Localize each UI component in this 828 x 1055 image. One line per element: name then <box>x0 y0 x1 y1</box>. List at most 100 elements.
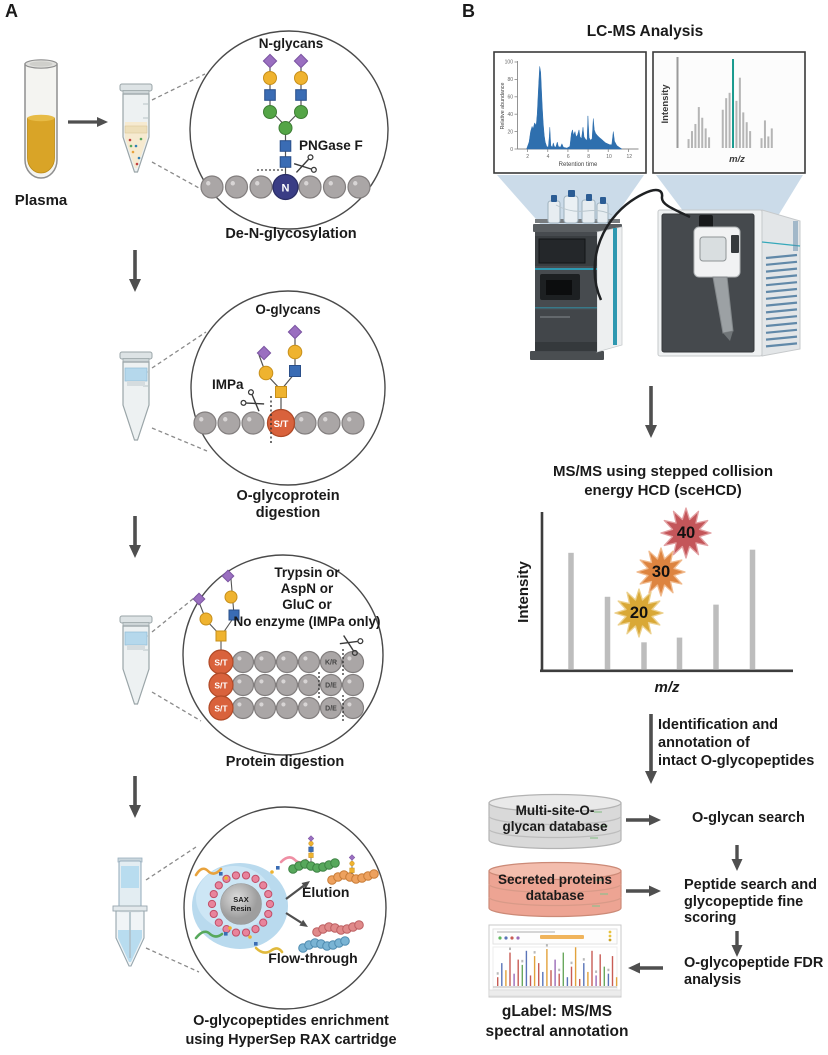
sax-resin-label-2: Resin <box>231 904 252 913</box>
peptide-backbones <box>231 650 365 720</box>
sax-resin-sphere <box>220 883 262 925</box>
stage2-to-stage3-arrow <box>129 516 141 558</box>
microfuge-tube <box>119 83 153 173</box>
protein-db-arrow <box>626 885 661 897</box>
transfer-cable <box>593 188 691 301</box>
glycan-database-cylinder <box>488 793 622 850</box>
st-glycosite-bead <box>266 408 296 438</box>
panel-a-label: A <box>5 1 18 21</box>
cleavage-site-label: D/E <box>325 683 337 690</box>
msms-ylabel: Intensity <box>515 561 532 623</box>
svg-text:60: 60 <box>507 95 513 101</box>
protein-database-cylinder <box>488 861 622 918</box>
mass-spectrometer <box>593 188 801 357</box>
peptide-backbone <box>193 411 365 435</box>
msms-xlabel: m/z <box>654 679 680 696</box>
lcms-title: LC-MS Analysis <box>586 23 704 40</box>
cleavage-site-bead <box>319 673 343 697</box>
stage3-protein-digestion <box>192 569 365 722</box>
st-residue-label: S/T <box>214 681 228 691</box>
zoom-connector-lines <box>145 73 209 973</box>
svg-text:8: 8 <box>587 154 590 160</box>
lc-instrument <box>530 190 623 360</box>
svg-text:20: 20 <box>507 130 513 136</box>
o-glycan-tree-small <box>192 569 240 642</box>
svg-text:2: 2 <box>526 154 529 160</box>
stage1-title: N-glycans <box>258 36 324 51</box>
chromatogram-yticks: 0 20 40 60 80 100 <box>505 60 514 154</box>
ms1-ylabel: Intensity <box>660 84 671 124</box>
impa-label: IMPa <box>212 377 244 392</box>
fdr-analysis-label: O-glycopeptide FDR analysis <box>684 955 824 988</box>
stage2-caption: O-glycoprotein digestion <box>236 488 340 522</box>
mini-glycans <box>307 835 356 874</box>
stage3-to-stage4-arrow <box>129 776 141 818</box>
n-residue-label: N <box>282 183 290 195</box>
st-glycosite-bead <box>208 695 234 721</box>
energy-20-label: 20 <box>630 604 648 622</box>
peptide-search-label: Peptide search and glycopeptide fine sco… <box>684 877 817 926</box>
st-residue-label: S/T <box>214 704 228 714</box>
chromatogram-chart: Relative abundance Retention time 0 20 4… <box>493 51 647 174</box>
svg-text:12: 12 <box>627 154 633 160</box>
svg-text:100: 100 <box>505 60 514 66</box>
svg-text:40: 40 <box>507 112 513 118</box>
plasma-label: Plasma <box>14 192 68 209</box>
identification-annotation-text: Identification and annotation of intact … <box>658 717 815 769</box>
n-glycosite-bead <box>272 173 299 201</box>
pngase-f-label: PNGase F <box>299 138 363 153</box>
svg-text:80: 80 <box>507 77 513 83</box>
cleavage-site-label: K/R <box>325 660 337 667</box>
chromatogram-xticks: 2 4 6 8 10 12 <box>526 154 632 160</box>
microfuge-tube <box>119 351 153 441</box>
peptide-backbone <box>200 175 371 199</box>
instruments-to-msms-arrow <box>645 386 657 438</box>
msms-scehcd-chart: Intensity m/z 20 30 40 <box>515 507 793 696</box>
glycan-database-label: Multi-site-O- glycan database <box>502 803 608 834</box>
stage1-to-stage2-arrow <box>129 250 141 292</box>
plasma-tube <box>24 59 58 179</box>
glycan-db-arrow <box>626 814 661 826</box>
search-to-peptide-arrow <box>731 845 743 871</box>
stage2-o-glycoprotein-digestion <box>193 324 365 445</box>
msms-title: MS/MS using stepped collision energy HCD… <box>552 463 774 499</box>
solvent-bottles <box>547 190 613 224</box>
squiggle-glycan-dots <box>219 866 280 946</box>
stage4-caption: O-glycopeptides enrichment using HyperSe… <box>185 1013 397 1048</box>
glabel-spectrum-thumbnail <box>488 924 622 998</box>
svg-text:0: 0 <box>510 147 513 153</box>
st-residue-label: S/T <box>214 658 228 668</box>
energy-40-label: 40 <box>677 524 695 542</box>
stage3-caption: Protein digestion <box>225 754 345 770</box>
sample-tubes <box>119 83 153 705</box>
ion-source <box>693 215 741 341</box>
st-residue-label: S/T <box>274 419 289 430</box>
vent-slats <box>765 253 798 348</box>
sax-resin-bead-ring <box>207 871 275 937</box>
flow-arrows <box>68 117 743 974</box>
svg-text:4: 4 <box>547 154 550 160</box>
cleavage-site-label: D/E <box>325 706 337 713</box>
microfuge-tube <box>119 615 153 705</box>
stage1-de-n-glycosylation <box>200 53 371 201</box>
panel-b-label: B <box>462 1 475 21</box>
eluted-peptide-chains <box>288 858 379 953</box>
sax-resin-label-1: SAX <box>233 895 248 904</box>
stage4-enrichment <box>192 835 379 954</box>
msms-to-identification-arrow <box>645 714 657 784</box>
peptide-to-fdr-arrow <box>731 931 743 957</box>
fdr-to-glabel-arrow <box>628 962 663 974</box>
elution-arrow <box>285 881 310 900</box>
chromatogram-xlabel: Retention time <box>559 162 598 168</box>
rax-cartridge-assembly <box>112 857 148 967</box>
glabel-caption: gLabel: MS/MS spectral annotation <box>485 1003 629 1040</box>
flow-through-arrow <box>285 912 308 927</box>
n-glycan-tree <box>262 53 309 168</box>
zoom-circle-stage2 <box>190 290 386 486</box>
collision-energy-starbursts <box>614 507 712 638</box>
cleavage-dash-lines <box>318 649 344 722</box>
cleavage-site-bead <box>319 696 343 720</box>
stage3-enzyme-list: Trypsin or AspN or GluC or No enzyme (IM… <box>233 565 381 629</box>
protein-database-label: Secreted proteins database <box>497 872 613 903</box>
